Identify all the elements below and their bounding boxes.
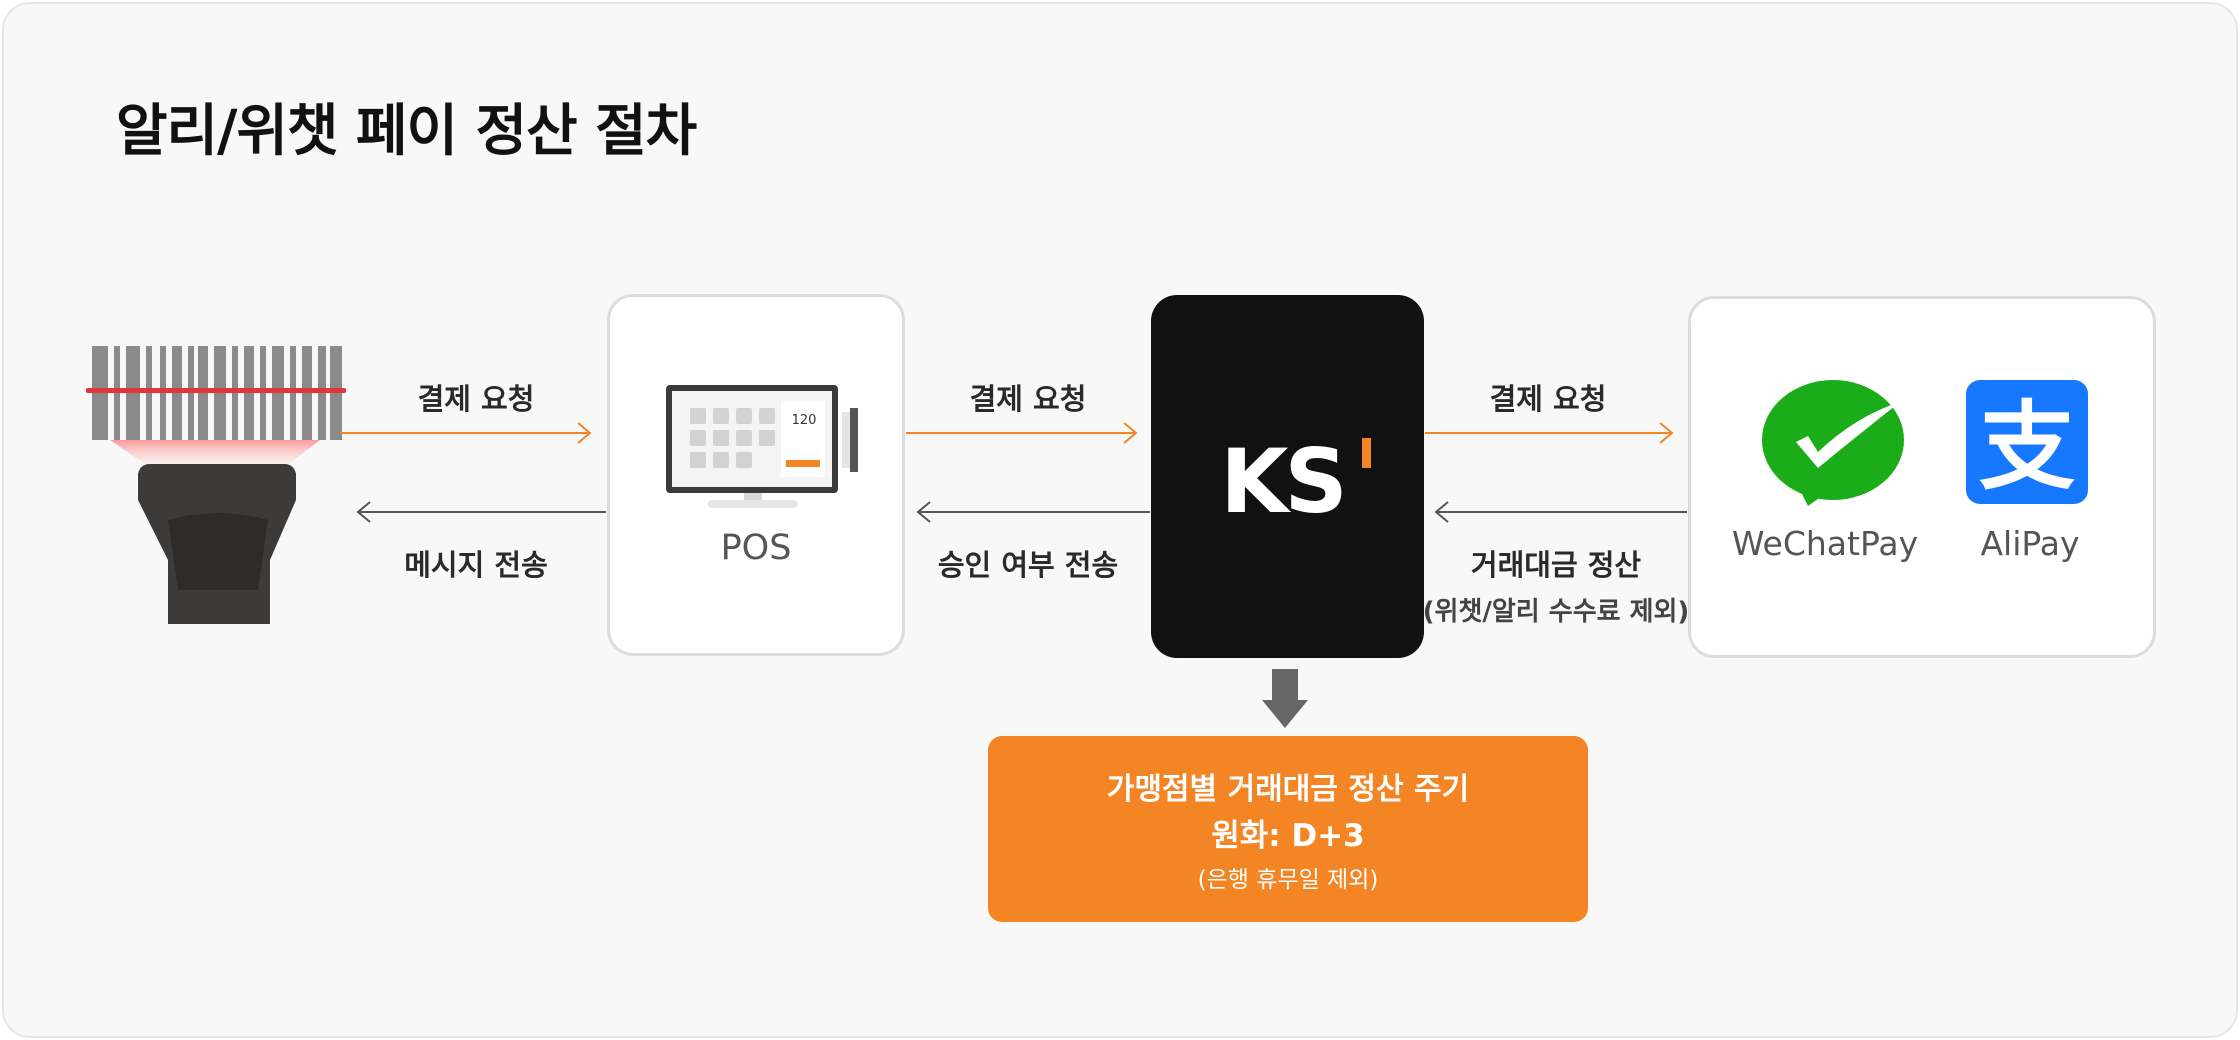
pos-panel [607, 294, 905, 656]
alipay-label: AliPay [1980, 524, 2080, 563]
label-ks-to-pos: 승인 여부 전송 [937, 548, 1119, 582]
label-pos-to-scanner: 메시지 전송 [404, 548, 548, 582]
ks-panel [1151, 295, 1424, 658]
settlement-note: (은행 휴무일 제외) [1197, 867, 1379, 893]
pos-label: POS [720, 528, 792, 568]
label-pay-to-ks: 거래대금 정산 [1470, 548, 1642, 582]
down-arrow-icon [1262, 669, 1308, 728]
settlement-cycle-box: 가맹점별 거래대금 정산 주기 원화: D+3 (은행 휴무일 제외) [988, 736, 1588, 922]
page-title: 알리/위챗 페이 정산 절차 [116, 99, 697, 164]
svg-text:支: 支 [1979, 391, 2075, 503]
label-ks-to-pay: 결제 요청 [1489, 382, 1607, 416]
label-pos-to-ks: 결제 요청 [969, 382, 1087, 416]
ks-logo-text: KS [1220, 430, 1344, 533]
label-pay-to-ks-note: (위챗/알리 수수료 제외) [1422, 597, 1690, 627]
pos-screen-value: 120 [792, 413, 817, 428]
settlement-krw-cycle: 원화: D+3 [1211, 818, 1365, 854]
wechat-pay-label: WeChatPay [1731, 524, 1919, 563]
label-scanner-to-pos: 결제 요청 [417, 382, 535, 416]
settlement-title: 가맹점별 거래대금 정산 주기 [1106, 772, 1470, 807]
